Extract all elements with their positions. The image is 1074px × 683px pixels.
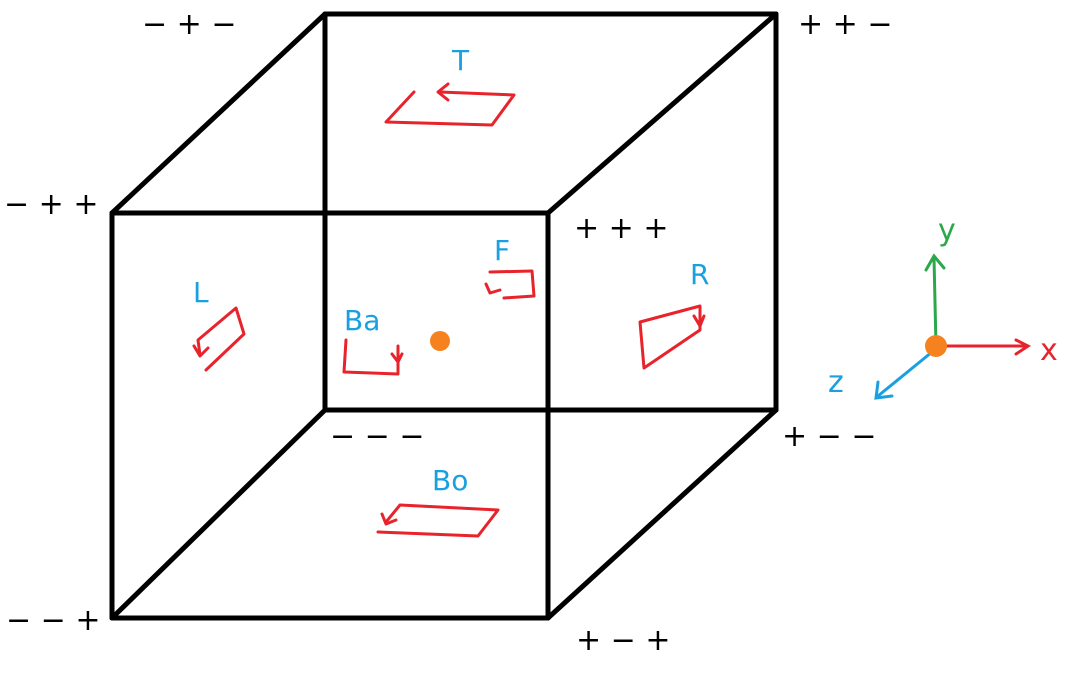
y-axis-arrowhead bbox=[924, 253, 946, 272]
corner-label-front-top-right: + + + bbox=[574, 211, 668, 246]
face-label-top: T bbox=[451, 44, 470, 77]
face-marker-back bbox=[342, 338, 404, 376]
corner-labels: − + − + + − − + + + + + − − − + − − − − … bbox=[4, 7, 892, 658]
corner-label-front-bottom-right: + − + bbox=[576, 623, 670, 658]
cube-edges bbox=[109, 11, 779, 621]
corner-label-back-top-right: + + − bbox=[798, 7, 892, 42]
face-markers bbox=[192, 82, 706, 538]
face-marker-left bbox=[192, 306, 246, 372]
face-marker-top bbox=[384, 82, 516, 127]
edge-top-right-depth bbox=[545, 11, 779, 216]
z-axis-label: z bbox=[828, 365, 844, 400]
axes-origin-dot bbox=[925, 335, 947, 357]
cube-center-dot bbox=[430, 331, 450, 351]
x-axis-label: x bbox=[1040, 333, 1058, 368]
edge-top-left-depth bbox=[109, 11, 328, 216]
y-axis-line bbox=[932, 256, 938, 348]
face-label-front: F bbox=[494, 234, 510, 267]
corner-label-back-bottom-right: + − − bbox=[782, 419, 876, 454]
edge-bottom-left-depth bbox=[109, 407, 328, 621]
corner-label-back-top-left: − + − bbox=[142, 7, 236, 42]
edge-bottom-right-depth bbox=[545, 407, 779, 621]
face-labels: T F L R Ba Bo bbox=[193, 44, 709, 497]
z-axis-line bbox=[876, 350, 934, 398]
face-marker-right bbox=[638, 304, 706, 370]
face-label-bottom: Bo bbox=[432, 464, 468, 497]
corner-label-front-bottom-left: − − + bbox=[6, 603, 100, 638]
axes-gizmo: x y z bbox=[828, 213, 1058, 400]
face-marker-bottom bbox=[376, 503, 500, 538]
face-marker-front bbox=[484, 269, 536, 300]
corner-label-back-bottom-left: − − − bbox=[330, 419, 424, 454]
face-label-right: R bbox=[690, 258, 709, 291]
corner-label-front-top-left: − + + bbox=[4, 187, 98, 222]
y-axis-label: y bbox=[938, 213, 956, 248]
z-axis-arrowhead bbox=[874, 380, 894, 400]
x-axis-arrowhead bbox=[1014, 338, 1031, 356]
face-label-left: L bbox=[193, 276, 209, 309]
face-label-back: Ba bbox=[344, 304, 380, 337]
